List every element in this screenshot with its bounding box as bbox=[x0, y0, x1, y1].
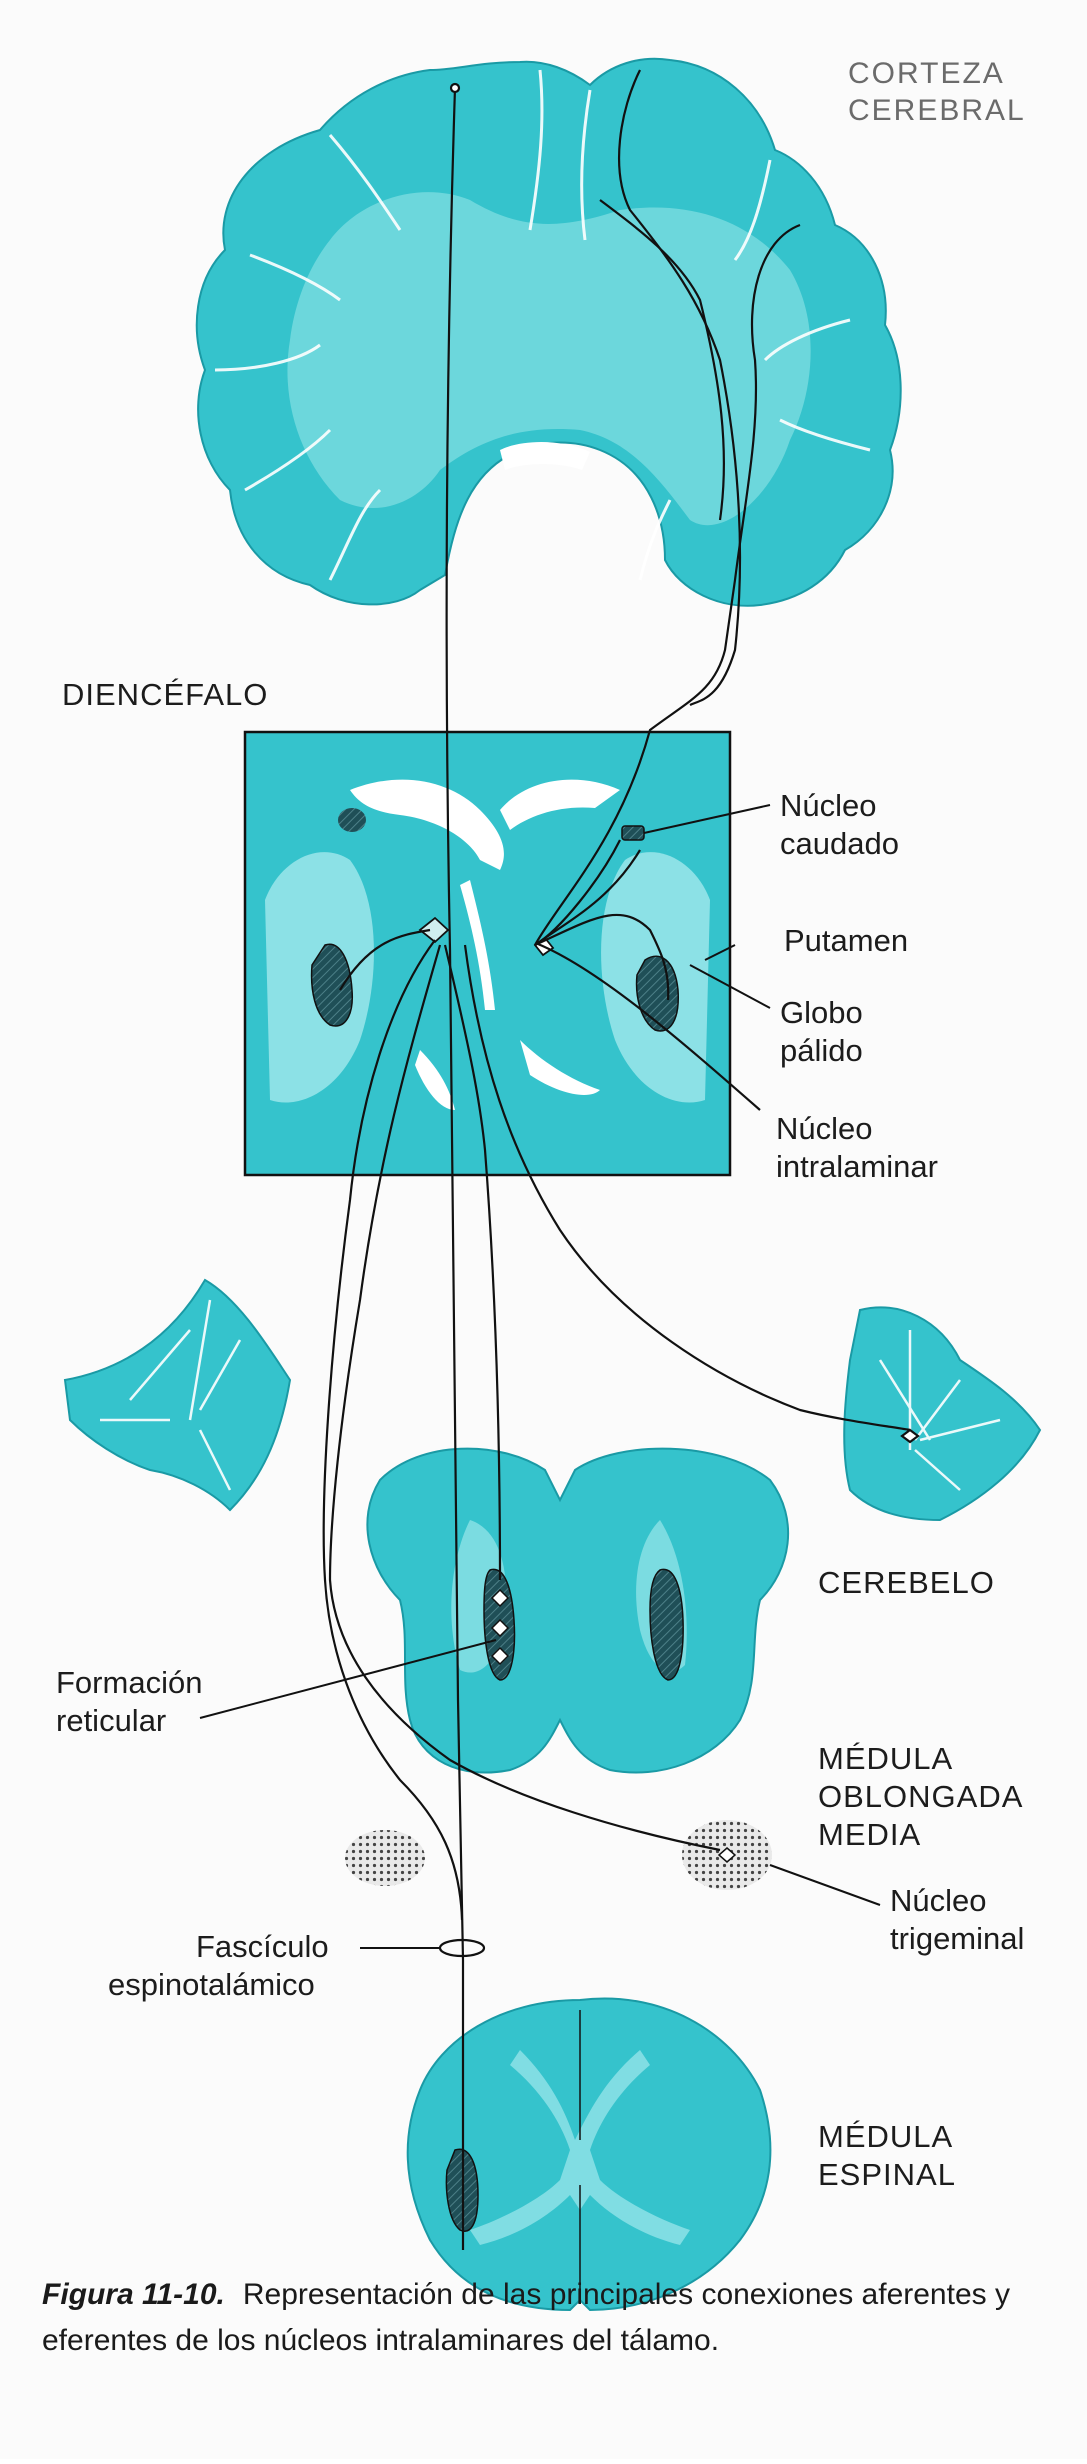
cortex-white-matter bbox=[287, 192, 811, 526]
diencephalon-section bbox=[243, 730, 732, 1177]
globus-pallidus-left bbox=[310, 943, 353, 1027]
label-nucleo-intralaminar-line1: Núcleo bbox=[776, 1111, 873, 1146]
cerebellum-right bbox=[843, 1306, 1042, 1522]
cortex-efferent-line bbox=[534, 223, 801, 946]
label-medula-oblongada-line3: MEDIA bbox=[818, 1817, 922, 1852]
label-fasciculo-line2: espinotalámico bbox=[108, 1967, 315, 2002]
label-leader-lines bbox=[199, 804, 881, 1949]
intralaminar-nucleus-left bbox=[418, 916, 450, 944]
cerebellum-left bbox=[63, 1278, 292, 1512]
label-fasciculo-line1: Fascículo bbox=[196, 1929, 329, 1964]
figure-number: Figura 11-10. bbox=[42, 2278, 225, 2311]
label-formacion-reticular-line1: Formación bbox=[56, 1665, 203, 1700]
label-corteza-line2: CEREBRAL bbox=[848, 94, 1026, 127]
dotted-nucleus-left bbox=[345, 1830, 425, 1886]
label-medula-espinal-line2: ESPINAL bbox=[818, 2157, 956, 2192]
figure-caption: Figura 11-10.Representación de las princ… bbox=[42, 2272, 1052, 2364]
label-nucleo-intralaminar-line2: intralaminar bbox=[776, 1149, 938, 1184]
cerebral-cortex-section bbox=[195, 57, 902, 607]
caudate-nucleus-left bbox=[338, 808, 366, 832]
label-globo-palido-line1: Globo bbox=[780, 995, 863, 1030]
label-nucleo-caudado-line2: caudado bbox=[780, 826, 899, 861]
caption-text: Representación de las principales conexi… bbox=[42, 2278, 1010, 2357]
label-cerebelo: CEREBELO bbox=[818, 1565, 995, 1600]
pathway-lines bbox=[322, 69, 920, 2250]
cortex-sulci bbox=[214, 69, 871, 581]
label-medula-espinal-line1: MÉDULA bbox=[818, 2119, 954, 2154]
label-formacion-reticular-line2: reticular bbox=[56, 1703, 167, 1738]
label-globo-palido-line2: pálido bbox=[780, 1033, 863, 1068]
label-diencefalo: DIENCÉFALO bbox=[62, 677, 269, 712]
label-medula-oblongada-line2: OBLONGADA bbox=[818, 1779, 1024, 1814]
label-nucleo-caudado-line1: Núcleo bbox=[780, 788, 877, 823]
ascending-tract-line bbox=[445, 87, 465, 2250]
medulla-oblongata-section bbox=[366, 1447, 790, 1774]
third-ventricle bbox=[350, 779, 620, 870]
label-medula-oblongada-line1: MÉDULA bbox=[818, 1741, 954, 1776]
medulla-dark-nucleus-right bbox=[649, 1568, 684, 1681]
label-corteza-line1: CORTEZA bbox=[848, 57, 1005, 90]
spinal-cord-section bbox=[406, 1997, 772, 2312]
label-nucleo-trigeminal-line1: Núcleo bbox=[890, 1883, 987, 1918]
lateral-ventricle bbox=[500, 442, 590, 470]
label-nucleo-trigeminal-line2: trigeminal bbox=[890, 1921, 1025, 1956]
caudate-nucleus-right bbox=[621, 825, 645, 841]
label-putamen: Putamen bbox=[784, 923, 909, 958]
